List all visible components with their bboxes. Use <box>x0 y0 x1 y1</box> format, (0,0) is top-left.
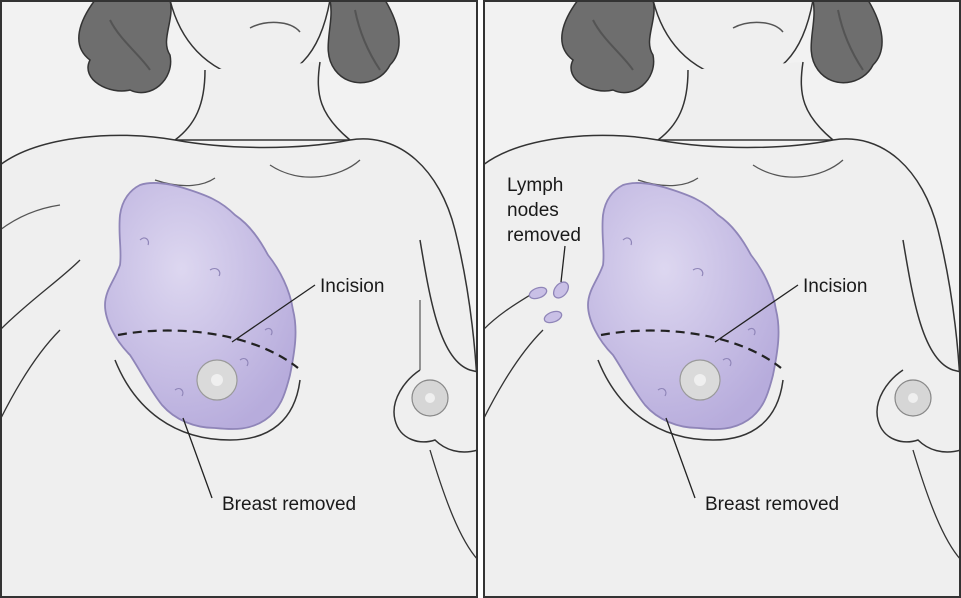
label-breast-removed: Breast removed <box>705 494 839 515</box>
label-breast-removed: Breast removed <box>222 494 356 515</box>
label-lymph-line-2: nodes <box>507 200 559 221</box>
label-incision: Incision <box>320 276 384 297</box>
hair-left <box>562 0 654 93</box>
hair-left <box>79 0 171 93</box>
panel-modified-radical-mastectomy: Lymph nodes removed Incision Breast remo… <box>483 0 961 598</box>
label-lymph-line-3: removed <box>507 225 581 246</box>
label-incision: Incision <box>803 276 867 297</box>
panel-simple-mastectomy: Incision Breast removed <box>0 0 478 598</box>
panel-left-drawing: Incision Breast removed <box>0 0 478 598</box>
label-lymph-line-1: Lymph <box>507 175 563 196</box>
panel-right-drawing: Lymph nodes removed Incision Breast remo… <box>483 0 961 598</box>
